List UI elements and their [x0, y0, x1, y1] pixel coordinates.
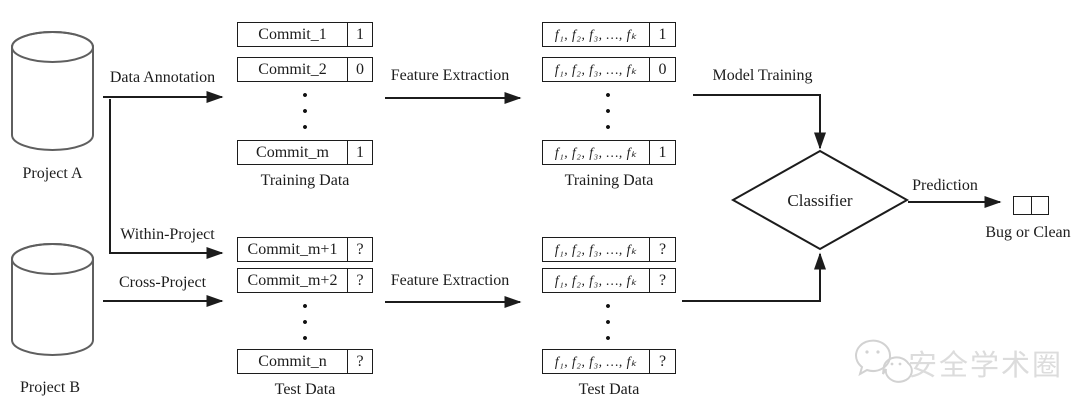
commit-label: Commit_m+1	[247, 240, 338, 258]
within-project-label: Within-Project	[120, 226, 215, 243]
classifier-diamond	[730, 149, 910, 251]
commit-tag: 1	[347, 141, 372, 164]
classifier-label: Classifier	[787, 191, 853, 210]
wechat-icon	[855, 339, 913, 383]
within-project-arrow	[109, 99, 224, 259]
feature-tag: 1	[649, 141, 675, 164]
test-feature-row: f₁, f₂, f₃, …, fₖ ?	[542, 237, 676, 262]
commit-tag: ?	[347, 350, 372, 373]
data-annotation-label: Data Annotation	[109, 69, 216, 86]
feature-vector-label: f₁, f₂, f₃, …, fₖ	[554, 272, 638, 288]
feature-tag: ?	[649, 238, 675, 261]
train-feature-row: f₁, f₂, f₃, …, fₖ 0	[542, 57, 676, 82]
test-data-caption: Test Data	[578, 381, 640, 398]
commit-tag: 0	[347, 58, 372, 81]
bug-cell	[1014, 197, 1031, 214]
watermark-text: 安全学术圈	[908, 348, 1064, 382]
train-commit-row: Commit_2 0	[237, 57, 373, 82]
database-cylinder-project-b	[11, 243, 94, 356]
model-training-arrow	[693, 94, 826, 150]
commit-label: Commit_m	[256, 143, 329, 161]
train-feature-row: f₁, f₂, f₃, …, fₖ 1	[542, 22, 676, 47]
feature-vector-label: f₁, f₂, f₃, …, fₖ	[554, 61, 638, 77]
commit-tag: ?	[347, 269, 372, 292]
test-commit-row: Commit_m+1 ?	[237, 237, 373, 262]
training-data-caption: Training Data	[260, 172, 350, 189]
ellipsis-vertical: • • •	[302, 299, 308, 347]
feature-vector-label: f₁, f₂, f₃, …, fₖ	[554, 26, 638, 42]
test-commit-row: Commit_n ?	[237, 349, 373, 374]
clean-cell	[1030, 197, 1049, 214]
commit-label: Commit_n	[258, 352, 327, 370]
commit-tag: ?	[347, 238, 372, 261]
feature-vector-label: f₁, f₂, f₃, …, fₖ	[554, 353, 638, 369]
database-cylinder-project-a	[11, 31, 94, 151]
model-training-label: Model Training	[712, 67, 813, 84]
bug-or-clean-box	[1013, 196, 1049, 215]
test-feature-row: f₁, f₂, f₃, …, fₖ ?	[542, 349, 676, 374]
feature-extraction-bottom-label: Feature Extraction	[390, 272, 510, 289]
train-commit-row: Commit_1 1	[237, 22, 373, 47]
project-b-label: Project B	[20, 379, 80, 396]
ellipsis-vertical: • • •	[605, 88, 611, 136]
commit-label: Commit_1	[258, 25, 327, 43]
feature-extraction-top-label: Feature Extraction	[390, 67, 510, 84]
test-commit-row: Commit_m+2 ?	[237, 268, 373, 293]
train-feature-row: f₁, f₂, f₃, …, fₖ 1	[542, 140, 676, 165]
training-data-caption: Training Data	[564, 172, 654, 189]
feature-vector-label: f₁, f₂, f₃, …, fₖ	[554, 144, 638, 160]
test-feature-row: f₁, f₂, f₃, …, fₖ ?	[542, 268, 676, 293]
commit-label: Commit_m+2	[247, 271, 338, 289]
ellipsis-vertical: • • •	[605, 299, 611, 347]
feature-tag: ?	[649, 269, 675, 292]
feature-tag: 0	[649, 58, 675, 81]
feature-vector-label: f₁, f₂, f₃, …, fₖ	[554, 241, 638, 257]
prediction-label: Prediction	[912, 177, 978, 194]
cross-project-label: Cross-Project	[118, 274, 207, 291]
feature-tag: ?	[649, 350, 675, 373]
project-a-label: Project A	[22, 165, 83, 182]
test-data-caption: Test Data	[274, 381, 336, 398]
commit-tag: 1	[347, 23, 372, 46]
commit-label: Commit_2	[258, 60, 327, 78]
ellipsis-vertical: • • •	[302, 88, 308, 136]
test-to-classifier-arrow	[682, 252, 826, 302]
train-commit-row: Commit_m 1	[237, 140, 373, 165]
result-label: Bug or Clean	[985, 224, 1071, 241]
feature-tag: 1	[649, 23, 675, 46]
